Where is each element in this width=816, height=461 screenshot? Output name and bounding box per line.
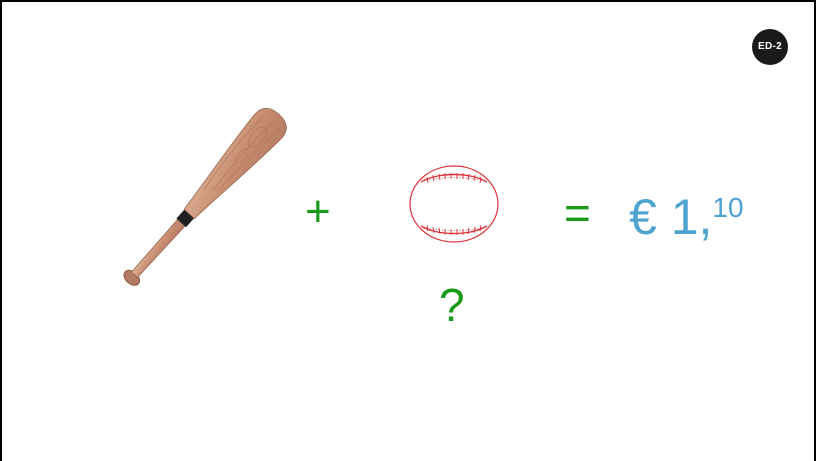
price-main: € 1, (629, 189, 712, 245)
baseball-icon (407, 164, 501, 244)
price-total: € 1,10 (629, 192, 744, 242)
plus-sign: + (305, 190, 331, 234)
question-mark: ? (439, 282, 465, 328)
baseball-bat-icon (102, 100, 298, 304)
equals-sign: = (564, 190, 591, 236)
price-cents: 10 (712, 192, 743, 223)
slide-id-badge: ED-2 (752, 29, 788, 65)
